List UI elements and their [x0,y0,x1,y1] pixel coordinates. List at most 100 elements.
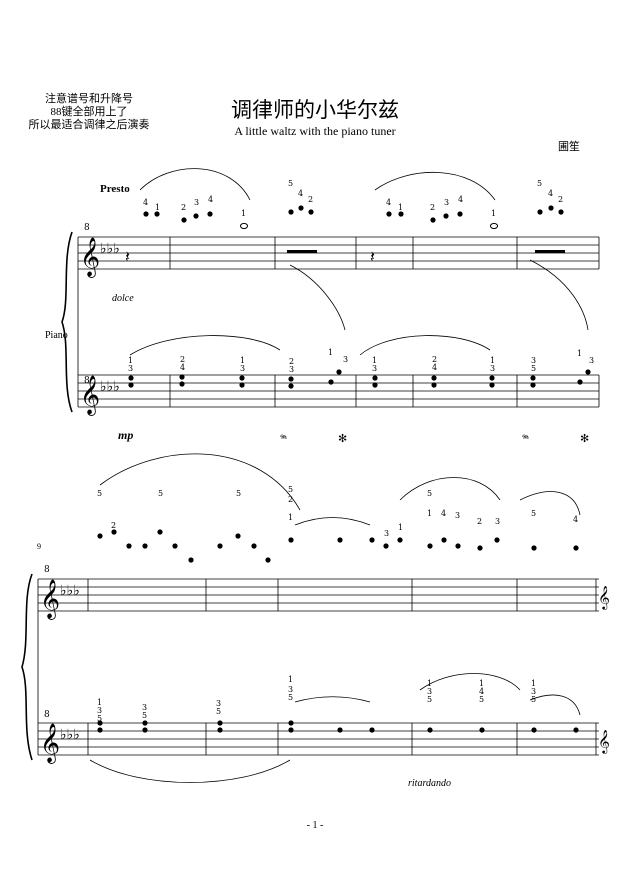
dynamic-dolce: dolce [112,293,134,304]
svg-text:1: 1 [490,356,495,365]
svg-text:1: 1 [372,356,377,365]
svg-text:4: 4 [208,195,213,204]
svg-text:1: 1 [240,356,245,365]
svg-text:1: 1 [531,679,536,688]
svg-text:1: 1 [577,349,582,358]
svg-text:5: 5 [531,695,536,704]
svg-text:5: 5 [427,489,432,498]
svg-text:3: 3 [142,703,147,712]
svg-text:𝄞: 𝄞 [40,723,60,764]
svg-text:♭♭♭: ♭♭♭ [60,583,80,599]
svg-text:5: 5 [97,714,102,723]
svg-text:3: 3 [372,364,377,373]
composer-name: 圃笙 [558,141,580,153]
svg-text:3: 3 [495,517,500,526]
svg-text:1: 1 [288,675,293,684]
svg-text:𝄞: 𝄞 [598,729,610,754]
measure-number: 9 [37,542,41,551]
lower-notes-2: 135 35 35 135 135 145 135 [97,675,579,733]
svg-text:1: 1 [155,203,160,212]
svg-text:5: 5 [288,179,293,188]
staff-lines-upper-2 [38,578,599,612]
svg-text:5: 5 [288,485,293,494]
svg-text:2: 2 [432,355,437,364]
svg-text:4: 4 [386,198,391,207]
svg-text:5: 5 [479,695,484,704]
expression-ritardando: ritardando [408,778,451,789]
svg-text:4: 4 [298,189,303,198]
svg-text:3: 3 [427,687,432,696]
svg-text:𝄞: 𝄞 [598,585,610,610]
staff-lines-lower-1 [78,374,599,408]
svg-text:5: 5 [288,693,293,702]
svg-text:✻: ✻ [580,432,589,445]
tempo-marking: Presto [100,183,130,195]
svg-text:3: 3 [490,364,495,373]
svg-text:1: 1 [328,348,333,357]
instrument-label: Piano [45,330,68,341]
svg-text:𝄽: 𝄽 [125,247,130,266]
svg-text:1: 1 [97,698,102,707]
svg-text:4: 4 [180,363,185,372]
svg-text:2: 2 [308,195,313,204]
svg-text:♭♭♭: ♭♭♭ [100,379,120,395]
svg-text:5: 5 [142,711,147,720]
svg-text:𝆮: 𝆮 [280,432,288,445]
note-line: 注意谱号和升降号 [45,93,133,105]
svg-text:𝄽: 𝄽 [370,247,375,266]
svg-text:8: 8 [44,565,50,575]
note-line: 所以最适合调律之后演奏 [28,119,150,131]
svg-text:4: 4 [548,189,553,198]
svg-text:4: 4 [458,195,463,204]
svg-text:3: 3 [240,364,245,373]
svg-text:3: 3 [531,356,536,365]
svg-text:2: 2 [430,203,435,212]
svg-text:4: 4 [441,509,446,518]
performance-notes: 注意谱号和升降号 88键全部用上了 所以最适合调律之后演奏 [22,93,156,132]
svg-text:✻: ✻ [338,432,347,445]
svg-text:1: 1 [288,513,293,522]
svg-text:5: 5 [531,509,536,518]
svg-text:1: 1 [398,523,403,532]
svg-text:3: 3 [288,685,293,694]
page-number: - 1 - [306,820,324,831]
svg-text:5: 5 [531,364,536,373]
svg-text:1: 1 [491,209,496,218]
svg-text:5: 5 [216,707,221,716]
svg-text:3: 3 [216,699,221,708]
svg-text:5: 5 [158,489,163,498]
svg-text:1: 1 [398,203,403,212]
svg-text:3: 3 [194,198,199,207]
svg-text:8: 8 [84,223,90,233]
svg-text:1: 1 [427,509,432,518]
svg-text:5: 5 [236,489,241,498]
svg-text:𝆮: 𝆮 [522,432,530,445]
svg-text:𝄞: 𝄞 [40,579,60,620]
lower-notes-1: 13 24 13 23 13 13 24 13 35 13 [128,348,594,389]
svg-text:3: 3 [455,511,460,520]
svg-text:2: 2 [180,355,185,364]
note-line: 88键全部用上了 [50,106,128,118]
piece-title: 调律师的小华尔兹 [231,98,399,122]
svg-text:𝄞: 𝄞 [80,375,100,416]
svg-text:1: 1 [427,679,432,688]
staff-lines-upper-1 [78,236,599,270]
svg-text:3: 3 [589,356,594,365]
svg-text:3: 3 [128,364,133,373]
svg-text:4: 4 [479,687,484,696]
svg-text:8: 8 [84,376,90,386]
svg-text:3: 3 [384,529,389,538]
svg-text:2: 2 [111,521,116,530]
svg-text:3: 3 [531,687,536,696]
svg-text:1: 1 [128,356,133,365]
piece-subtitle: A little waltz with the piano tuner [234,124,396,138]
svg-text:5: 5 [97,489,102,498]
svg-text:8: 8 [44,710,50,720]
svg-text:3: 3 [343,355,348,364]
svg-text:𝄞: 𝄞 [80,237,100,278]
svg-text:4: 4 [143,198,148,207]
dynamic-mp: mp [118,428,134,442]
svg-text:2: 2 [181,203,186,212]
svg-text:1: 1 [241,209,246,218]
